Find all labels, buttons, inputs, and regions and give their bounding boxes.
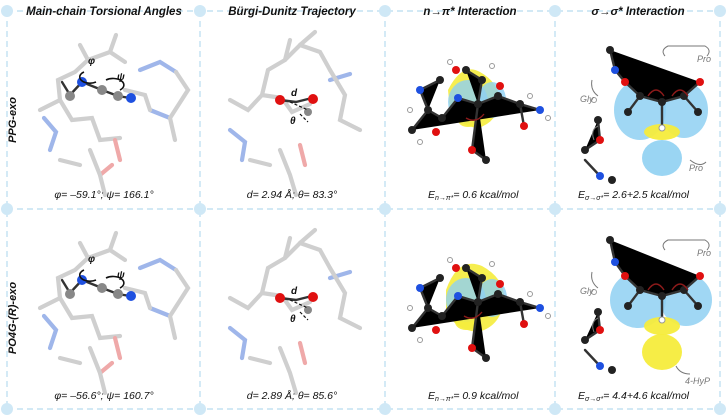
pro-label-row1-top: Pro [697, 54, 711, 64]
theta-label-row2: θ [290, 314, 296, 325]
grid-node [1, 5, 13, 17]
grid-node [549, 5, 561, 17]
grid-node [194, 403, 206, 415]
gly-label-row1: Gly [580, 94, 594, 104]
grid-node [194, 5, 206, 17]
grid-node [714, 5, 726, 17]
molecule-burgi-row1 [227, 29, 363, 198]
burgi-caption-row1: d= 2.94 Å; θ= 83.3° [247, 188, 337, 201]
header-n-pi: n→π* Interaction [423, 6, 516, 18]
psi-label-row2: ψ [117, 270, 125, 281]
pro-label-row2: Pro [697, 248, 711, 258]
pro-label-row1-bottom: Pro [689, 163, 703, 173]
molecule-torsion-row2 [37, 230, 191, 396]
molecule-npi-row1 [407, 59, 551, 164]
grid-node [194, 203, 206, 215]
torsion-caption-row1: φ= –59.1°; ψ= 166.1° [54, 189, 153, 201]
theta-label-row1: θ [290, 116, 296, 127]
hyp-label-row2: 4-HyP [685, 376, 710, 386]
npi-caption-row1: En→π*= 0.6 kcal/mol [428, 189, 519, 202]
sigma-caption-row1: Eσ→σ*= 2.6+2.5 kcal/mol [578, 189, 690, 202]
phi-label-row1: φ [88, 56, 95, 67]
grid-node [379, 5, 391, 17]
burgi-caption-row2: d= 2.89 Å; θ= 85.6° [247, 389, 337, 402]
row-label-po4g-exo: PO4G-(R)-exo [7, 282, 19, 354]
molecule-npi-row2 [407, 257, 551, 362]
header-burgi-dunitz: Bürgi-Dunitz Trajectory [228, 6, 356, 18]
molecule-sigma-row1 [581, 45, 710, 184]
grid-node [549, 403, 561, 415]
molecule-torsion-row1 [37, 32, 191, 198]
psi-label-row1: ψ [117, 72, 125, 83]
npi-caption-row2: En→π*= 0.9 kcal/mol [428, 390, 519, 403]
header-torsional-angles: Main-chain Torsional Angles [26, 6, 182, 18]
sigma-caption-row2: Eσ→σ*= 4.4+4.6 kcal/mol [578, 390, 690, 403]
grid-node [379, 203, 391, 215]
gly-label-row2: Gly [580, 286, 594, 296]
row-label-ppg-exo: PPG-exo [7, 97, 19, 143]
header-sigma-sigma: σ→σ* Interaction [591, 6, 684, 18]
grid-node [379, 403, 391, 415]
grid-node [1, 403, 13, 415]
d-label-row1: d [291, 88, 298, 99]
d-label-row2: d [291, 286, 298, 297]
phi-label-row2: φ [88, 254, 95, 265]
grid-node [714, 203, 726, 215]
molecule-burgi-row2 [227, 227, 363, 396]
molecule-sigma-row2 [581, 236, 712, 375]
grid-node [1, 203, 13, 215]
grid-nodes [1, 5, 726, 415]
grid-node [714, 403, 726, 415]
torsion-caption-row2: φ= –56.6°; ψ= 160.7° [54, 390, 153, 402]
grid-node [549, 203, 561, 215]
panel-grid [6, 10, 721, 410]
